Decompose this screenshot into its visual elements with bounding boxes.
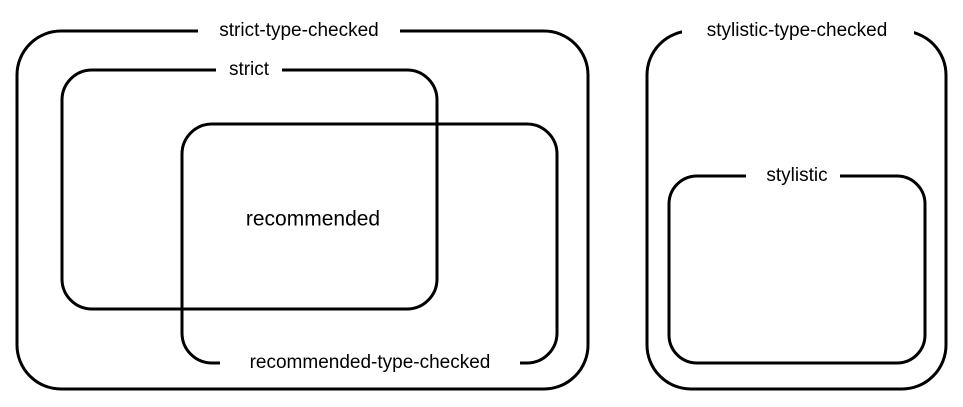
label-recommended: recommended: [246, 208, 380, 231]
box-stylistic: stylistic: [667, 163, 927, 365]
box-strict: strict: [60, 57, 439, 311]
box-stylistic-type-checked: stylistic-type-checked: [645, 18, 948, 391]
box-strict-type-checked: strict-type-checked: [15, 18, 590, 391]
label-stylistic-type-checked: stylistic-type-checked: [707, 20, 888, 41]
label-strict-type-checked: strict-type-checked: [219, 20, 378, 41]
label-recommended-type-checked: recommended-type-checked: [250, 352, 491, 373]
label-strict: strict: [229, 59, 270, 80]
label-stylistic: stylistic: [766, 165, 827, 186]
box-recommended-type-checked: recommended-type-checked: [180, 122, 559, 376]
